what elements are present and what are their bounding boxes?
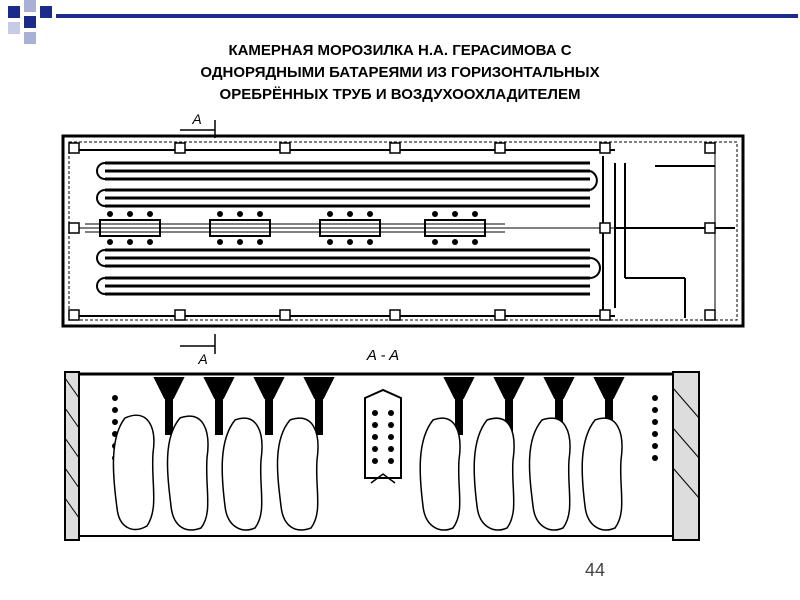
hanging-carcasses (112, 414, 623, 531)
corner-square (40, 6, 52, 18)
title-line-3: ОРЕБРЁННЫХ ТРУБ И ВОЗДУХООХЛАДИТЕЛЕМ (219, 86, 581, 103)
corner-square (8, 22, 20, 34)
freezer-diagram: A A A - A (61, 111, 745, 541)
corner-decoration (8, 0, 798, 44)
hanger-tracks (85, 223, 505, 233)
header-rule (56, 14, 798, 18)
ceiling-hangers (153, 377, 625, 435)
plan-label-bottom: A (197, 351, 207, 367)
corner-square (8, 6, 20, 18)
plan-outer-wall (61, 134, 745, 328)
corner-square (24, 32, 36, 44)
central-air-cooler (364, 388, 402, 484)
section-label: A - A (366, 347, 399, 364)
title-line-2: ОДНОРЯДНЫМИ БАТАРЕЯМИ ИЗ ГОРИЗОНТАЛЬНЫХ (200, 64, 600, 81)
pipe-bends (96, 162, 601, 295)
section-markers (180, 120, 216, 354)
columns (68, 142, 716, 321)
title-line-1: КАМЕРНАЯ МОРОЗИЛКА Н.А. ГЕРАСИМОВА С (228, 42, 572, 59)
plan-view (61, 120, 745, 354)
corner-square (24, 16, 36, 28)
air-coolers (99, 219, 486, 237)
section-view (64, 371, 700, 541)
right-wall (672, 371, 700, 541)
corner-square (24, 0, 36, 12)
plan-label-top: A (191, 111, 201, 127)
left-wall (64, 371, 80, 541)
page-number: 44 (584, 560, 606, 580)
cooler-fans (107, 211, 478, 245)
slide-title: КАМЕРНАЯ МОРОЗИЛКА Н.А. ГЕРАСИМОВА С ОДН… (120, 40, 680, 106)
pipe-batteries (105, 161, 590, 296)
